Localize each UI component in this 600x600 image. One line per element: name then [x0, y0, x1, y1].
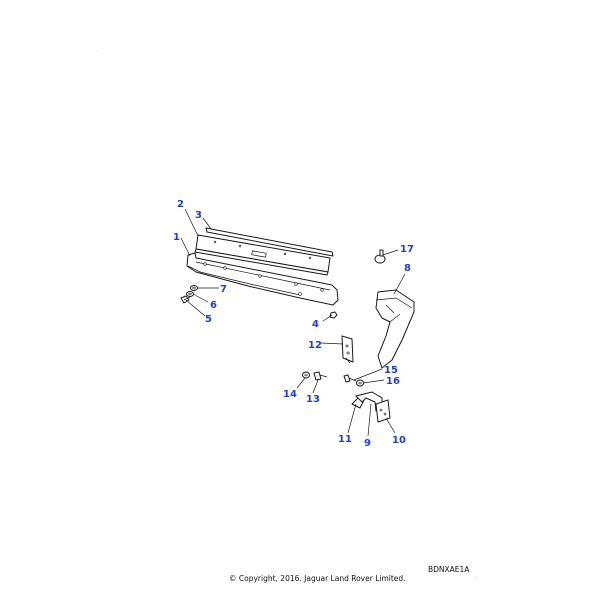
callout-3[interactable]: 3 — [195, 210, 202, 221]
part-6-spring-washer[interactable] — [186, 291, 194, 297]
part-2-upper-panel[interactable] — [194, 234, 331, 276]
callout-10[interactable]: 10 — [392, 435, 406, 446]
leader-lines — [180, 208, 406, 437]
part-14-washer[interactable] — [302, 371, 310, 379]
callout-11[interactable]: 11 — [338, 434, 352, 445]
callout-15[interactable]: 15 — [384, 365, 398, 376]
part-17-plug[interactable] — [374, 249, 386, 264]
part-7-washer[interactable] — [190, 285, 198, 291]
callout-14[interactable]: 14 — [283, 389, 297, 400]
part-10-plate[interactable] — [375, 399, 391, 423]
callout-13[interactable]: 13 — [306, 394, 320, 405]
part-16-washer[interactable] — [356, 379, 364, 387]
part-12-plate[interactable] — [341, 335, 354, 364]
part-8-bracket[interactable] — [375, 289, 415, 369]
callout-17[interactable]: 17 — [400, 244, 414, 255]
callout-5[interactable]: 5 — [205, 314, 212, 325]
part-1-main-rail[interactable] — [186, 252, 339, 306]
part-9-u-bracket[interactable] — [355, 391, 383, 412]
callout-8[interactable]: 8 — [404, 263, 411, 274]
callout-9[interactable]: 9 — [364, 438, 371, 449]
callout-1[interactable]: 1 — [173, 232, 180, 243]
callout-7[interactable]: 7 — [220, 284, 227, 295]
callout-16[interactable]: 16 — [386, 376, 400, 387]
callout-12[interactable]: 12 — [308, 340, 322, 351]
copyright-notice: © Copyright, 2016. Jaguar Land Rover Lim… — [229, 574, 406, 583]
part-15-bolt[interactable] — [343, 374, 357, 383]
callout-4[interactable]: 4 — [312, 319, 319, 330]
callout-2[interactable]: 2 — [177, 199, 184, 210]
part-5-bolt[interactable] — [180, 295, 191, 304]
part-3-trim-strip[interactable] — [205, 227, 334, 257]
reference-code: BDNXAE1A — [428, 565, 470, 574]
part-4-nut[interactable] — [329, 311, 338, 319]
callout-labels: 1 2 3 4 5 6 7 8 9 10 11 12 13 14 15 16 1… — [173, 199, 414, 449]
callout-6[interactable]: 6 — [210, 300, 217, 311]
part-13-bolt[interactable] — [313, 371, 328, 381]
